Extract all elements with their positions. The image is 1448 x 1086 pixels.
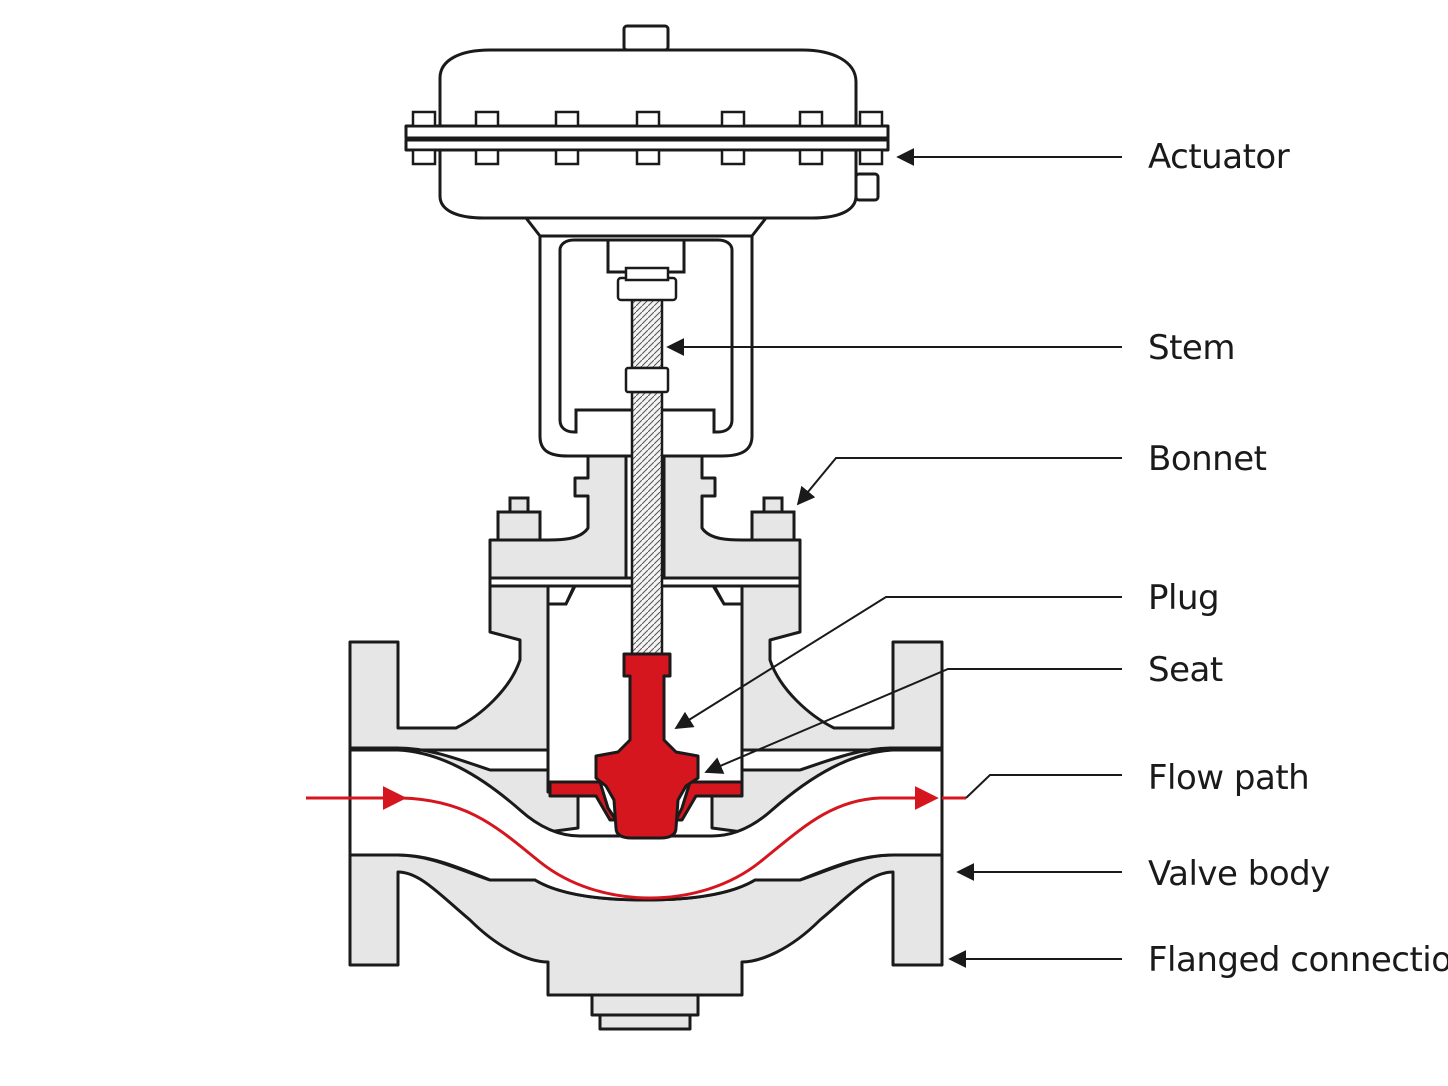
label-valve-body: Valve body	[1148, 854, 1330, 894]
leader-plug	[674, 596, 1122, 729]
actuator-bolts	[411, 110, 884, 166]
leader-bonnet	[796, 457, 1122, 506]
plug-and-seat	[548, 652, 744, 840]
label-flow-path: Flow path	[1148, 758, 1310, 798]
label-flanged-connection: Flanged connection	[1148, 940, 1448, 980]
label-plug: Plug	[1148, 578, 1220, 618]
label-stem: Stem	[1148, 328, 1235, 368]
flow-path-line	[306, 786, 966, 900]
leader-lines	[666, 148, 1122, 968]
label-seat: Seat	[1148, 650, 1223, 690]
label-actuator: Actuator	[1148, 137, 1290, 177]
leader-seat	[704, 668, 1122, 774]
flow-passage	[348, 748, 944, 902]
stem	[616, 266, 678, 656]
label-bonnet: Bonnet	[1148, 439, 1267, 479]
leader-flow-path	[965, 774, 1122, 799]
actuator	[404, 24, 890, 238]
